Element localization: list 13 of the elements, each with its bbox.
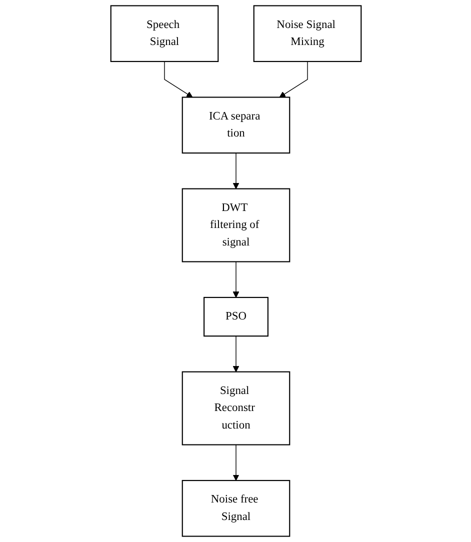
node-box: Speech Signal xyxy=(110,5,218,62)
node-box: Noise free Signal xyxy=(181,480,290,537)
arrow xyxy=(232,444,239,481)
node-box: Noise Signal Mixing xyxy=(252,5,362,62)
node-box: ICA separa tion xyxy=(181,96,290,154)
arrow xyxy=(278,61,308,98)
arrow xyxy=(232,261,239,298)
node-box: PSO xyxy=(203,296,268,337)
node-box: DWT filtering of signal xyxy=(181,188,290,262)
node-box: Signal Reconstr uction xyxy=(181,371,290,446)
arrow xyxy=(232,152,239,190)
arrow xyxy=(232,336,239,372)
arrow xyxy=(164,61,192,98)
